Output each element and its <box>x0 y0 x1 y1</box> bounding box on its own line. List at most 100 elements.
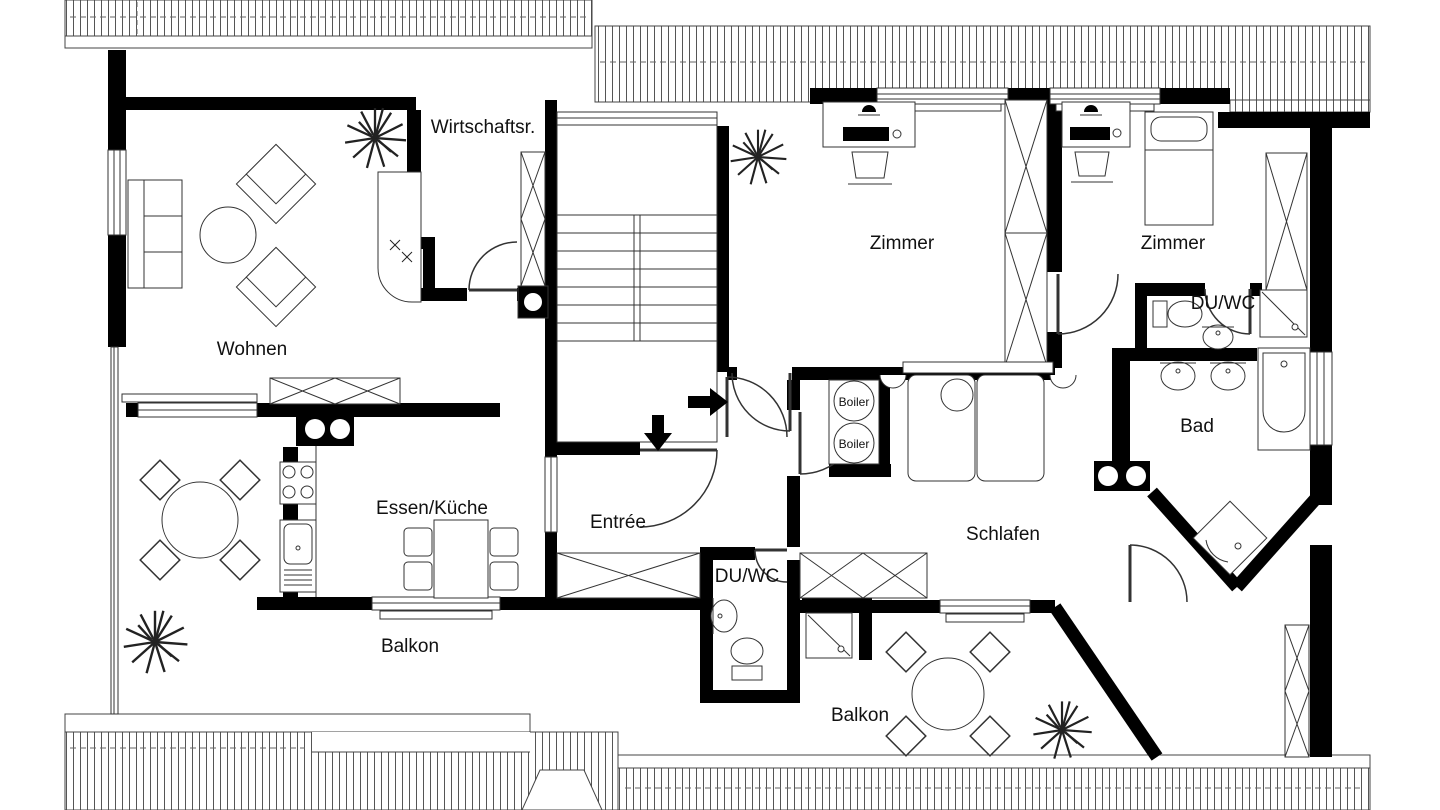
sofa <box>127 179 183 289</box>
pillow <box>940 378 974 412</box>
plant-icon <box>343 106 408 170</box>
arrow-right-icon <box>688 388 728 416</box>
shower <box>805 612 853 659</box>
wall <box>108 50 126 150</box>
wardrobe <box>1004 99 1048 367</box>
wall <box>1135 283 1147 360</box>
balcony-table <box>161 481 239 559</box>
label-bedroom: Schlafen <box>966 524 1040 545</box>
mouse-icon <box>1112 128 1122 138</box>
balcony-right <box>885 624 1310 758</box>
roof-hatch <box>1229 99 1371 113</box>
wall <box>500 597 545 610</box>
sideboard <box>269 377 401 405</box>
stove <box>296 412 354 446</box>
wall <box>545 100 557 457</box>
wall <box>1047 100 1062 272</box>
label-shower-wc-bottom: DU/WC <box>715 566 779 587</box>
roof-fascia <box>64 35 593 49</box>
roof-band-bottom-left <box>64 713 619 810</box>
staircase <box>556 124 718 443</box>
roof-hatch <box>617 767 1371 810</box>
roof-fascia <box>64 713 531 733</box>
chair <box>403 527 433 557</box>
toilet <box>1152 300 1203 328</box>
label-boiler-1: Boiler <box>839 395 870 409</box>
toilet <box>730 637 764 681</box>
window-bath <box>1309 351 1333 446</box>
dormer-notch <box>521 769 603 810</box>
window-stairwell <box>556 111 718 126</box>
label-utility-room: Wirtschaftsr. <box>431 117 536 138</box>
label-balcony-left: Balkon <box>381 636 439 657</box>
wall <box>126 403 138 417</box>
washbasin <box>1210 361 1246 391</box>
balcony-door-kitchen <box>371 596 501 620</box>
plant-icon <box>729 128 788 186</box>
door-utility <box>468 241 518 292</box>
living-room <box>127 143 422 405</box>
door-stairwell <box>725 376 788 438</box>
wardrobe <box>1265 152 1308 291</box>
balcony-floor-step <box>312 732 530 752</box>
wall <box>792 367 831 380</box>
balcony-railing <box>110 346 119 715</box>
bedside-lamp-icon <box>1049 374 1077 389</box>
doors <box>468 241 1252 603</box>
desk <box>1061 101 1131 148</box>
wall <box>423 249 435 299</box>
wall <box>557 442 640 455</box>
roof-fascia <box>617 754 1371 769</box>
label-kitchen: Essen/Küche <box>376 498 488 519</box>
balcony-table <box>911 657 985 731</box>
label-entree: Entrée <box>590 512 646 533</box>
shower-wc-top <box>1152 289 1308 350</box>
wall <box>1250 283 1262 296</box>
wall <box>787 476 800 547</box>
room-right <box>1061 101 1308 291</box>
arrow-down-icon <box>644 415 672 451</box>
wall <box>790 600 940 613</box>
roof-band-bottom-right <box>617 754 1371 810</box>
washbasin <box>1160 361 1196 391</box>
plant-icon <box>122 609 189 675</box>
cooktop <box>279 461 317 505</box>
room-labels: Wirtschaftsr. Wohnen Zimmer Zimmer DU/WC… <box>217 117 1255 726</box>
wall <box>257 403 500 417</box>
window-schlafen <box>939 599 1031 623</box>
door-duwc-bottom <box>754 548 788 583</box>
utility-room <box>517 151 549 319</box>
wardrobe <box>520 151 546 287</box>
window-living-south <box>121 393 258 418</box>
chair <box>885 631 927 673</box>
door-zimmer-right <box>1056 273 1119 335</box>
door-bad <box>1128 544 1188 603</box>
pipes-fixture <box>1094 461 1150 491</box>
boiler-2 <box>833 422 875 464</box>
desk-lamp-icon <box>1084 105 1098 112</box>
wall <box>1310 545 1332 757</box>
label-room-right: Zimmer <box>1141 233 1206 254</box>
wall <box>1135 283 1205 296</box>
wall <box>1112 361 1130 461</box>
label-boiler-2: Boiler <box>839 437 870 451</box>
wall <box>700 547 713 702</box>
bedroom <box>828 361 1077 482</box>
drain-fixture <box>517 285 549 319</box>
wall <box>717 126 729 372</box>
chair <box>489 561 519 591</box>
label-room-left: Zimmer <box>870 233 935 254</box>
bedside-lamp-icon <box>879 374 907 389</box>
wall-diagonal <box>1232 489 1325 592</box>
keyboard-icon <box>1070 127 1110 140</box>
wall <box>877 380 890 464</box>
double-bed <box>879 361 1077 482</box>
wall <box>545 532 557 610</box>
wall <box>108 235 126 347</box>
door-duwc-top <box>1204 288 1252 335</box>
door-zimmer-left <box>731 372 792 432</box>
balcony-left <box>139 459 261 581</box>
washbasin <box>710 598 738 634</box>
washbasin <box>1202 324 1234 350</box>
